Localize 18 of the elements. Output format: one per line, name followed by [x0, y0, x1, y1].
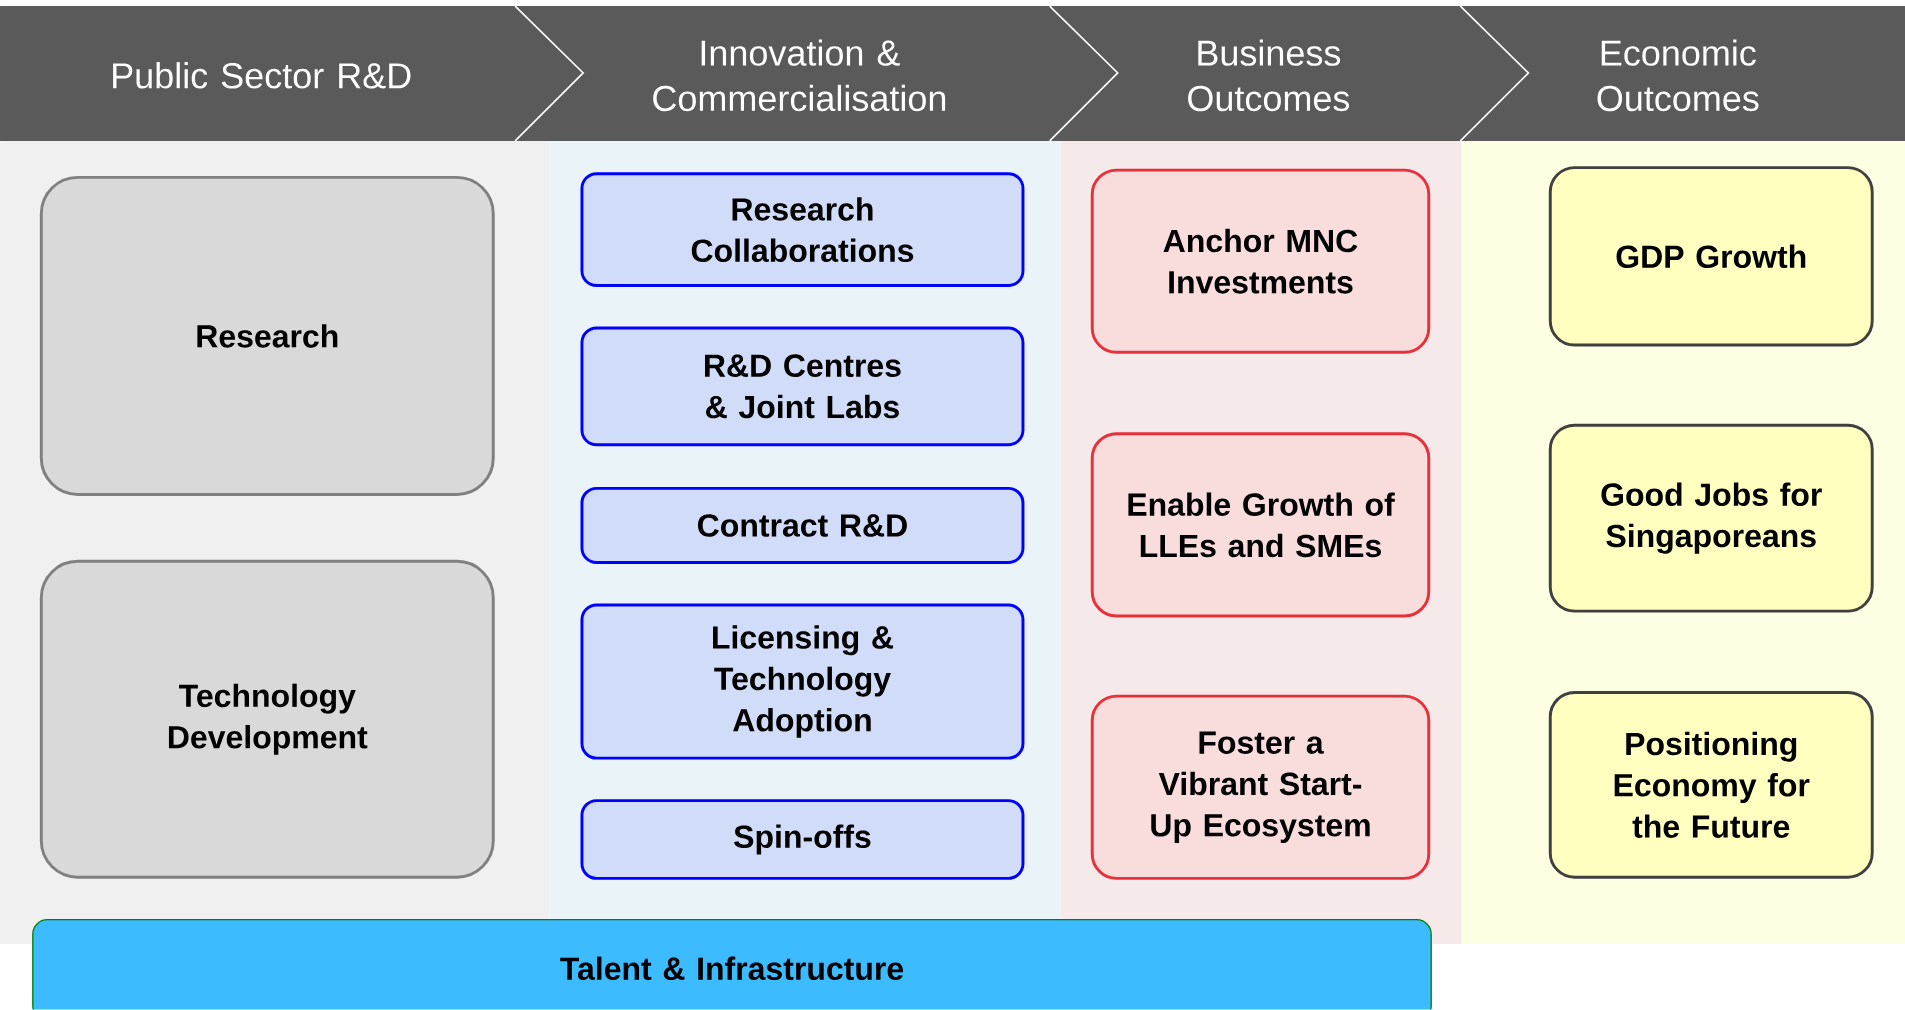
rounded-box: R&D Centres & Joint Labs [580, 326, 1025, 447]
rounded-box: Spin-offs [580, 799, 1025, 881]
foundation-bar: Talent & Infrastructure [32, 919, 1432, 1010]
rounded-box: GDP Growth [1548, 166, 1874, 347]
rounded-box: Research Collaborations [580, 172, 1025, 288]
rounded-box: Foster a Vibrant Start-Up Ecosystem [1090, 694, 1431, 881]
header-text: Economic Outcomes [1597, 39, 1759, 112]
rounded-box: Anchor MNC Investments [1090, 168, 1431, 354]
rounded-box: Research [39, 176, 495, 497]
rounded-box: Positioning Economy for the Future [1548, 691, 1874, 879]
rounded-box: Enable Growth of LLEs and SMEs [1090, 432, 1431, 618]
rounded-box: Licensing & Technology Adoption [580, 603, 1025, 760]
rounded-box: Technology Development [39, 560, 495, 879]
header-text: Public Sector R&D [113, 62, 411, 89]
rounded-box: Good Jobs for Singaporeans [1548, 423, 1874, 613]
rounded-box: Contract R&D [580, 487, 1025, 565]
header-text: Business Outcomes [1188, 39, 1350, 112]
header-text: Innovation & Commercialisation [653, 39, 946, 112]
